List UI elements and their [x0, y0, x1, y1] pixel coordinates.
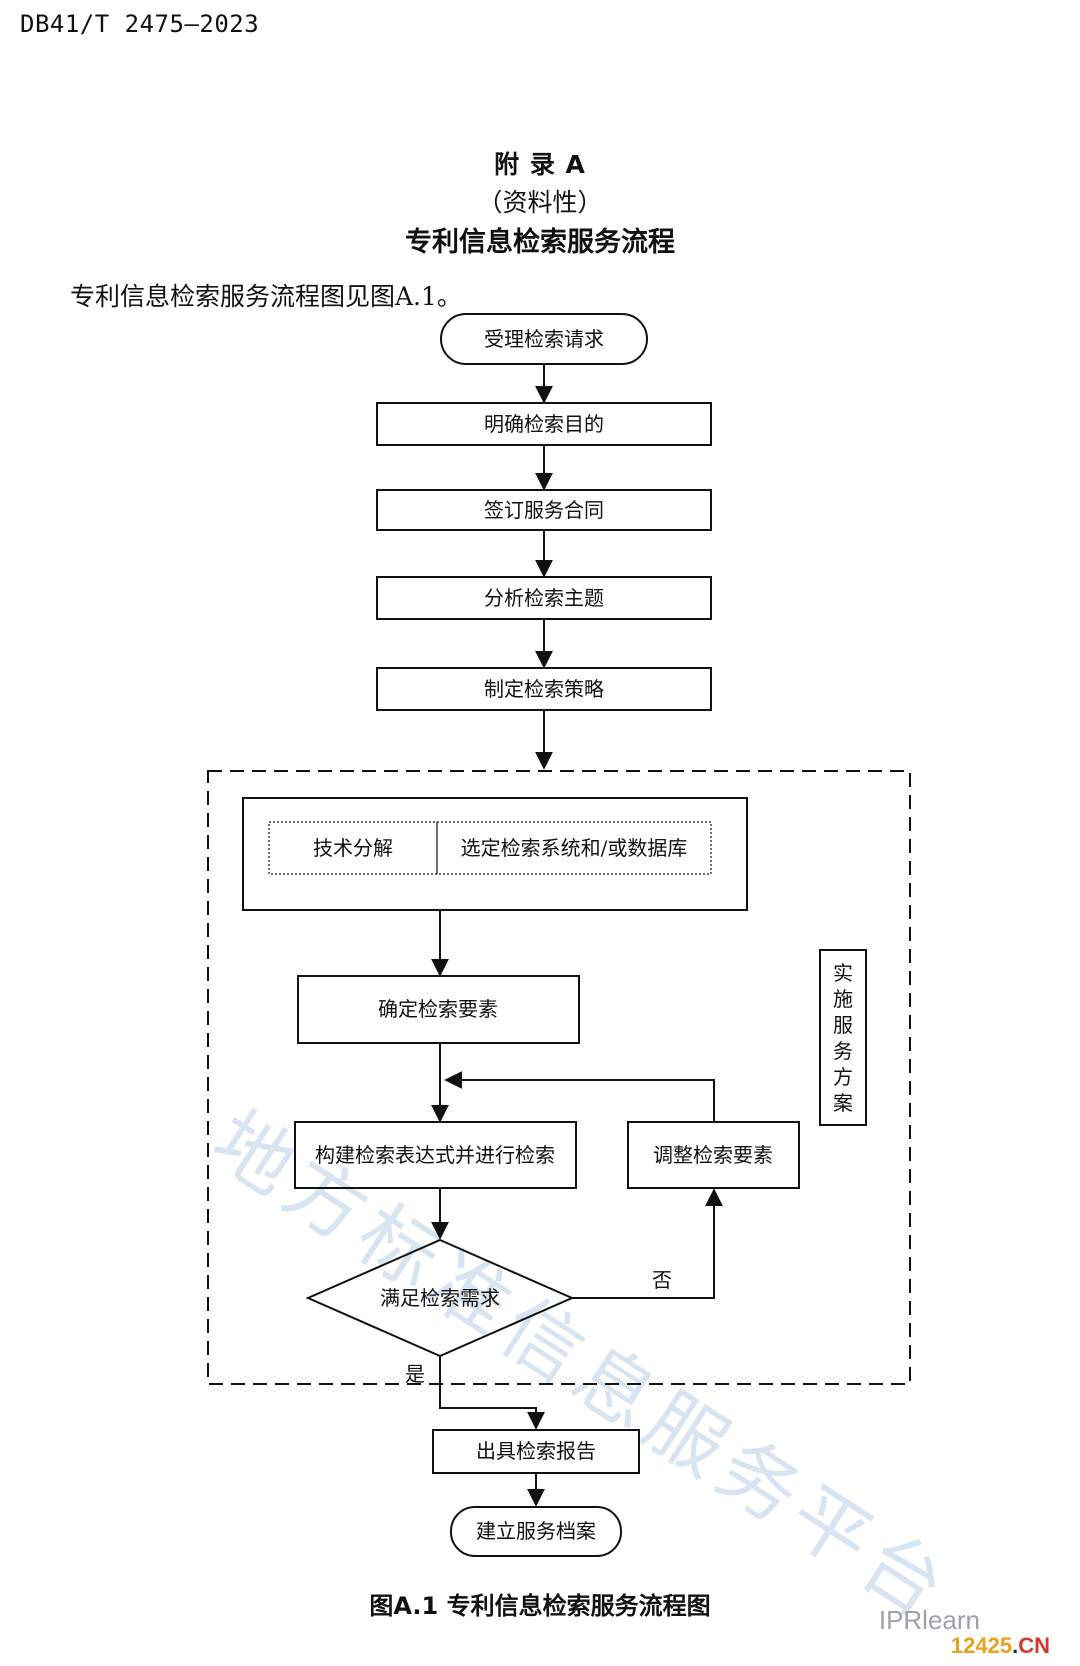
- decomposition-box: [242, 797, 748, 911]
- select-database: [436, 821, 712, 875]
- step6-label: 构建检索表达式并进行检索: [315, 1143, 555, 1167]
- group-label-char: 案: [833, 1091, 853, 1115]
- figure-caption: 图A.1 专利信息检索服务流程图: [369, 1592, 711, 1620]
- site-logo: 12425.CN: [950, 1633, 1050, 1658]
- group-label-char: 施: [833, 987, 853, 1011]
- source-credit: IPRlearn: [878, 1605, 980, 1635]
- step-build-query: [294, 1121, 577, 1189]
- start-label: 受理检索请求: [484, 327, 604, 351]
- end-terminator: [450, 1506, 622, 1557]
- sub-a-label: 技术分解: [313, 836, 393, 860]
- step2-label: 签订服务合同: [484, 498, 604, 522]
- group-label-box: [819, 949, 867, 1126]
- implementation-group: [207, 770, 911, 1385]
- standard-number: DB41/T 2475—2023: [20, 10, 260, 38]
- step3-label: 分析检索主题: [484, 586, 604, 610]
- annex-label: 附 录 A: [494, 150, 586, 179]
- step1-label: 明确检索目的: [484, 412, 604, 436]
- intro-text: 专利信息检索服务流程图见图A.1。: [70, 282, 462, 311]
- adjust-label: 调整检索要素: [653, 1143, 773, 1167]
- annex-nature: （资料性）: [477, 188, 603, 217]
- step4-label: 制定检索策略: [484, 677, 604, 701]
- group-label-char: 务: [833, 1039, 853, 1063]
- group-label-char: 服: [833, 1013, 853, 1037]
- step7-label: 出具检索报告: [476, 1439, 596, 1463]
- sub-b-label: 选定检索系统和/或数据库: [461, 836, 688, 860]
- group-label-char: 实: [833, 961, 853, 985]
- step-determine-elements: [297, 975, 580, 1044]
- yes-label: 是: [405, 1362, 425, 1386]
- annex-title: 专利信息检索服务流程: [405, 227, 675, 258]
- end-label: 建立服务档案: [476, 1519, 596, 1543]
- no-label: 否: [652, 1268, 672, 1292]
- decision-label: 满足检索需求: [380, 1286, 500, 1310]
- group-label-char: 方: [833, 1065, 853, 1089]
- step5-label: 确定检索要素: [378, 997, 498, 1021]
